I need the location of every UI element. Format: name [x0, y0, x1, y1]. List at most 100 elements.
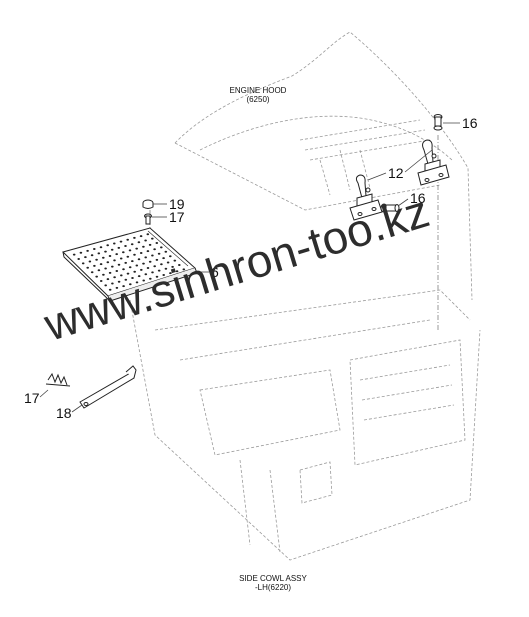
plate-hole: [160, 263, 163, 266]
bolt-part-16-mid: [380, 203, 400, 213]
plate-hole: [126, 272, 130, 275]
plate-hole: [131, 277, 134, 279]
plate-hole: [111, 265, 114, 268]
plate-hole: [79, 251, 83, 254]
plate-hole: [142, 262, 145, 265]
plate-hole: [106, 261, 110, 264]
plate-hole: [93, 264, 96, 267]
plate-hole: [102, 256, 105, 259]
plate-hole: [128, 266, 132, 269]
callout-16-top: 16: [462, 115, 478, 131]
plate-hole: [155, 258, 159, 261]
plate-hole: [164, 250, 168, 253]
callout-19: 19: [169, 196, 185, 212]
plate-hole: [148, 260, 152, 263]
plate-hole: [137, 275, 141, 278]
plate-hole: [99, 246, 103, 249]
step-plate-part-6: [62, 227, 198, 302]
engine-hood-code: (6250): [246, 95, 270, 104]
plate-hole: [108, 288, 112, 291]
plate-hole: [146, 250, 150, 253]
plate-hole: [126, 255, 130, 258]
plate-hole: [128, 249, 132, 252]
plate-hole: [104, 250, 107, 253]
plate-hole: [155, 275, 159, 278]
plate-hole: [88, 260, 92, 263]
plate-hole: [90, 271, 94, 274]
plate-hole: [164, 267, 168, 270]
plate-hole: [173, 259, 177, 262]
plate-hole: [117, 246, 121, 249]
plate-hole: [124, 261, 127, 264]
plate-hole: [108, 255, 112, 257]
plate-hole: [122, 268, 125, 271]
plate-hole: [169, 255, 172, 258]
plate-hole: [137, 241, 141, 244]
plate-hole: [144, 256, 147, 259]
plate-hole: [122, 285, 125, 288]
engine-hood-name: ENGINE HOOD: [229, 86, 287, 95]
plate-hole: [139, 235, 143, 238]
plate-hole: [146, 267, 150, 269]
plate-hole: [130, 243, 134, 246]
plate-hole: [106, 244, 109, 247]
bracket-part-18: [79, 365, 137, 409]
plate-hole: [151, 271, 154, 274]
callout-18: 18: [56, 405, 72, 421]
plate-hole: [95, 275, 98, 278]
spring-part-17-left: [45, 372, 71, 387]
plate-hole: [166, 261, 170, 264]
plate-hole: [169, 272, 172, 275]
hood-latch-part-12-right: [417, 139, 450, 186]
plate-hole: [104, 284, 107, 287]
plate-hole: [139, 252, 143, 254]
plate-hole: [135, 264, 139, 267]
plate-hole: [120, 274, 123, 277]
plate-hole: [119, 257, 123, 260]
plate-hole: [157, 269, 161, 272]
plate-hole: [97, 252, 101, 255]
plate-hole: [115, 270, 119, 272]
plate-hole: [144, 239, 147, 242]
side-cowl-name: SIDE COWL ASSY: [239, 574, 307, 583]
bolt-part-17-top: [144, 213, 152, 225]
plate-hole: [129, 283, 132, 286]
plate-hole: [160, 246, 163, 249]
plate-hole: [115, 253, 118, 256]
plate-hole: [144, 273, 148, 276]
plate-hole: [151, 237, 154, 240]
plate-hole: [122, 251, 125, 254]
plate-hole: [99, 280, 103, 282]
plate-hole: [113, 276, 116, 279]
callout-17-top: 17: [169, 209, 185, 225]
plate-hole: [77, 258, 80, 260]
plate-hole: [102, 273, 105, 276]
plate-hole: [84, 256, 87, 259]
plate-hole: [133, 253, 136, 256]
callout-16-mid: 16: [410, 190, 426, 206]
side-cowl-code: -LH(6220): [254, 583, 291, 592]
plate-hole: [81, 262, 85, 265]
plate-hole: [113, 242, 116, 245]
plate-hole: [95, 258, 98, 261]
plate-hole: [117, 280, 121, 283]
callout-leaders: [39, 122, 460, 413]
plate-hole: [131, 260, 134, 263]
callout-17-left: 17: [24, 390, 40, 406]
callout-6: 6: [211, 264, 219, 280]
plate-hole: [135, 281, 139, 284]
plate-hole: [106, 278, 110, 281]
plate-hole: [104, 267, 107, 270]
plate-hole: [86, 249, 89, 252]
plate-hole: [142, 279, 145, 282]
plate-hole: [135, 247, 138, 250]
plate-hole: [115, 286, 119, 289]
plate-hole: [151, 254, 154, 257]
plate-hole: [153, 248, 156, 251]
plate-hole: [72, 253, 76, 256]
cap-part-19: [142, 199, 154, 209]
plate-hole: [111, 282, 114, 285]
side-cowl-outline: [129, 289, 481, 561]
plate-hole: [126, 238, 129, 241]
plate-hole: [142, 245, 145, 248]
